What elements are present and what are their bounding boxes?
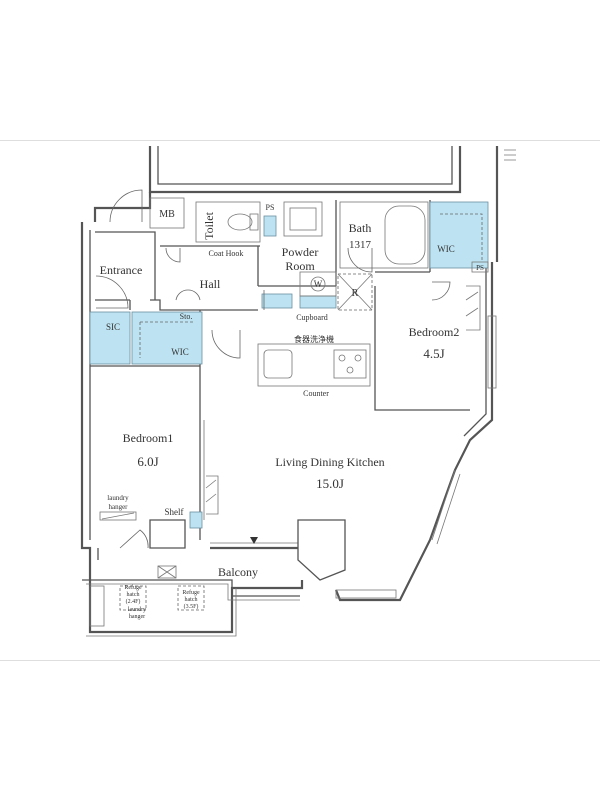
toilet-bowl-icon (227, 213, 253, 231)
sic-fill (89, 311, 131, 365)
doors (95, 189, 451, 549)
refuge-hatch-a-label-3: (2.4F) (126, 598, 141, 605)
labels: MB Toilet PS Bath 1317 WIC PS Entrance C… (100, 203, 484, 620)
bathtub-icon (384, 205, 426, 265)
ps-top-label: PS (266, 203, 275, 212)
kitchen-sink-icon (263, 349, 293, 379)
wic-left-label: WIC (171, 347, 189, 357)
bedroom1-size-label: 6.0J (137, 454, 158, 469)
refuge-hatch-b-label-3: (3.5F) (184, 603, 199, 610)
counter-label: Counter (303, 389, 329, 398)
washer-label: W (314, 279, 323, 289)
dishwasher-label: 食器洗浄機 (294, 334, 334, 344)
powder-room-label-2: Room (285, 259, 315, 273)
ps-right-label: PS (476, 264, 484, 272)
fridge-space (337, 273, 373, 311)
shelf-fill (189, 511, 203, 529)
fridge-label: R (352, 288, 359, 299)
kitchen-counter (257, 343, 371, 387)
entrance-door-swing (109, 189, 143, 223)
entrance-label: Entrance (100, 263, 143, 277)
refuge-hatch-b-label-2: hatch (185, 597, 198, 603)
powder-room-label-1: Powder (282, 245, 319, 259)
washer-fill (299, 295, 337, 309)
cupboard-label: Cupboard (296, 313, 328, 322)
refuge-hatch-a-label-1: Refuge (124, 584, 142, 591)
bath-label: Bath (349, 221, 372, 235)
ldk-label: Living Dining Kitchen (275, 455, 384, 469)
sink-fill (263, 215, 277, 237)
storage-areas (89, 201, 489, 529)
mb-label: MB (159, 209, 175, 220)
shelf-label: Shelf (165, 507, 184, 517)
ldk-size-label: 15.0J (316, 476, 344, 491)
balcony-laundry-label-1: laundry (128, 607, 146, 613)
sto-label: Sto. (180, 312, 193, 321)
top-divider (0, 140, 600, 141)
cupboard-fill (261, 293, 293, 309)
refuge-hatch-b-label-1: Refuge (182, 589, 200, 596)
wic-left-fill (131, 311, 203, 365)
bedroom2-label: Bedroom2 (409, 325, 460, 339)
fixtures (89, 197, 489, 627)
walls (80, 146, 516, 637)
bedroom1-label: Bedroom1 (123, 431, 174, 445)
bottom-divider (0, 660, 600, 661)
laundry-hanger-label-1: laundry (107, 494, 129, 502)
bedroom2-size-label: 4.5J (423, 346, 444, 361)
wic-right-fill (429, 201, 489, 269)
balcony-label: Balcony (218, 565, 258, 579)
coat-hook-label: Coat Hook (209, 249, 244, 258)
laundry-hanger-label-2: hanger (108, 503, 128, 511)
mb-box (149, 197, 185, 229)
hall-label: Hall (200, 277, 221, 291)
sic-label: SIC (106, 322, 120, 332)
balcony-laundry-label-2: hanger (129, 614, 145, 620)
refuge-hatch-a-label-2: hatch (127, 592, 140, 598)
toilet-label: Toilet (202, 211, 216, 239)
wic-right-label: WIC (437, 244, 455, 254)
bath-size-label: 1317 (349, 239, 372, 251)
